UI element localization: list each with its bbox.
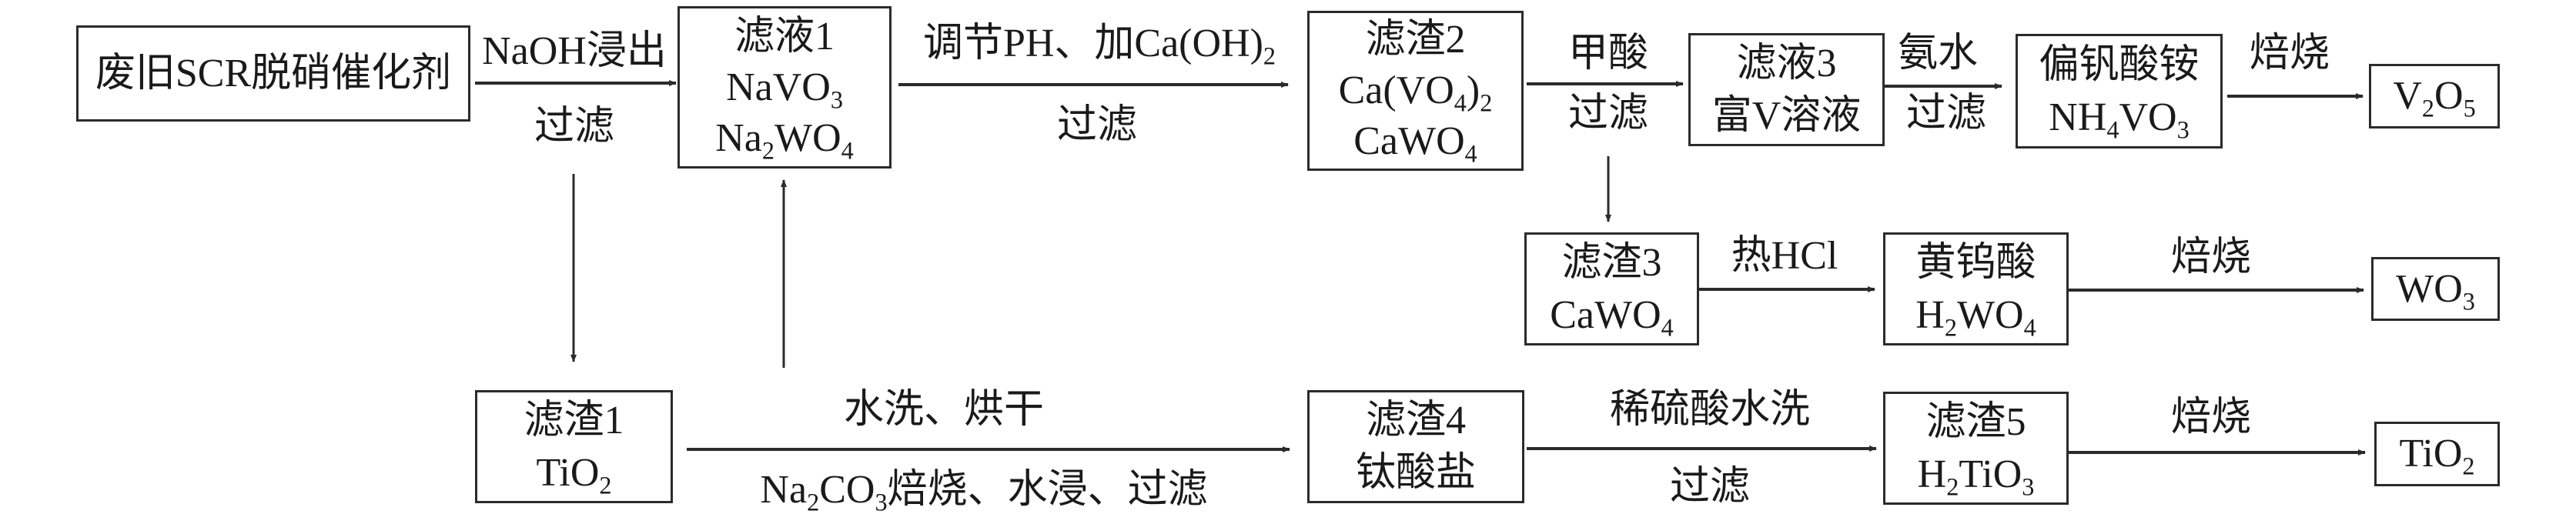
label-hot-hcl: 热HCl (1731, 234, 1838, 278)
node-v2o5: V2O5 (2369, 64, 2500, 128)
label-adjust-ph: 调节PH、加Ca(OH)2 (922, 22, 1276, 70)
node-text-line: 滤液3 (1736, 41, 1837, 85)
label-wash-dry: 水洗、烘干 (843, 388, 1045, 432)
node-text-line: 滤渣3 (1561, 240, 1662, 285)
subscript: 3 (2176, 115, 2190, 143)
node-text-line: Na2WO4 (715, 115, 854, 164)
subscript: 4 (1464, 139, 1477, 168)
node-tio2: TiO2 (2374, 422, 2500, 486)
node-tungstic-acid: 黄钨酸 H2WO4 (1883, 232, 2069, 345)
node-text-line: H2WO4 (1915, 292, 2036, 341)
node-text-line: CaWO4 (1353, 119, 1477, 168)
node-text-line: TiO2 (536, 450, 612, 499)
label-roast-1: 焙烧 (2249, 32, 2330, 75)
node-text-line: V2O5 (2393, 74, 2476, 122)
subscript: 2 (1946, 472, 1959, 500)
node-text-line: CaWO4 (1550, 292, 1674, 341)
label-filter-3: 过滤 (1567, 92, 1649, 135)
label-filter-2: 过滤 (1056, 103, 1138, 147)
node-text-line: WO3 (2396, 266, 2475, 315)
node-text-line: 滤渣4 (1365, 398, 1466, 442)
subscript: 4 (2023, 312, 2036, 341)
subscript: 4 (1661, 312, 1674, 341)
subscript: 2 (599, 470, 612, 499)
label-filter-4: 过滤 (1905, 92, 1987, 135)
subscript: 3 (2022, 472, 2035, 500)
subscript: 2 (2421, 94, 2434, 122)
label-dilute-acid-wash: 稀硫酸水洗 (1609, 388, 1811, 432)
node-text-line: 偏钒酸铵 (2039, 42, 2200, 87)
label-filter-5: 过滤 (1669, 465, 1751, 509)
node-text-line: 富V溶液 (1711, 93, 1862, 138)
label-naoh-leach: NaOH浸出 (482, 29, 667, 73)
subscript: 4 (2106, 115, 2119, 143)
subscript: 3 (830, 85, 843, 113)
node-ammonium-metavanadate: 偏钒酸铵 NH4VO3 (2016, 34, 2223, 149)
node-text-line: NH4VO3 (2049, 95, 2190, 143)
subscript: 2 (1263, 42, 1276, 70)
subscript: 3 (875, 488, 888, 516)
node-wo3: WO3 (2371, 257, 2500, 321)
subscript: 4 (1454, 88, 1467, 117)
node-text-line: H2TiO3 (1917, 452, 2035, 500)
subscript: 2 (1480, 88, 1493, 117)
node-text-line: 滤渣2 (1365, 18, 1466, 62)
label-ammonia: 氨水 (1897, 32, 1979, 75)
subscript: 5 (2463, 94, 2476, 122)
node-text-line: Ca(VO4)2 (1338, 68, 1493, 117)
subscript: 2 (761, 135, 774, 164)
label-filter-1: 过滤 (534, 105, 615, 149)
node-text-line: 钛酸盐 (1355, 450, 1476, 495)
subscript: 2 (807, 488, 820, 516)
subscript: 3 (2462, 286, 2475, 315)
node-text-line: 废旧SCR脱硝催化剂 (95, 51, 452, 95)
node-text-line: 滤渣5 (1925, 399, 2026, 444)
node-text-line: TiO2 (2399, 432, 2475, 480)
node-catalyst: 废旧SCR脱硝催化剂 (76, 25, 470, 122)
node-residue4: 滤渣4 钛酸盐 (1307, 390, 1524, 503)
node-text-line: 黄钨酸 (1915, 240, 2036, 285)
label-roast-2: 焙烧 (2170, 235, 2252, 279)
label-formic-acid: 甲酸 (1567, 32, 1649, 75)
node-text-line: NaVO3 (726, 65, 843, 113)
label-na2co3-roast: Na2CO3焙烧、水浸、过滤 (760, 468, 1208, 516)
node-text-line: 滤渣1 (524, 398, 624, 442)
label-roast-3: 焙烧 (2170, 396, 2252, 439)
subscript: 2 (1944, 312, 1957, 341)
subscript: 2 (2462, 452, 2475, 480)
node-text-line: 滤液1 (734, 14, 835, 58)
subscript: 4 (841, 135, 854, 164)
node-filtrate3: 滤液3 富V溶液 (1688, 33, 1885, 146)
